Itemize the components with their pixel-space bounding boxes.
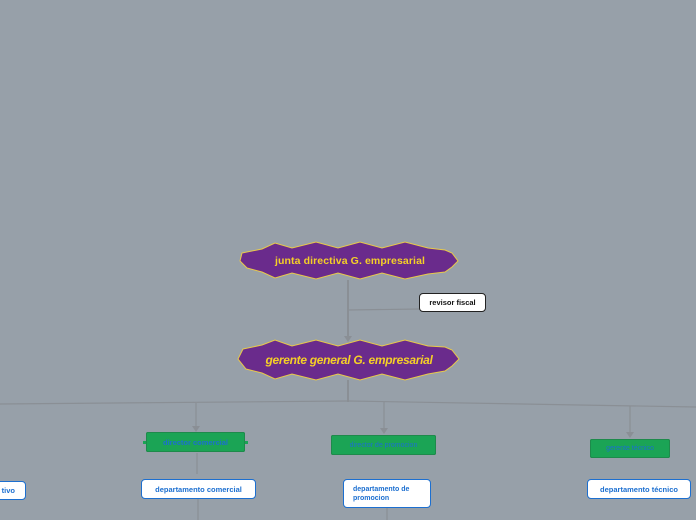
- arrowhead: [626, 432, 634, 438]
- arrowhead: [344, 336, 352, 342]
- director-comercial-label: director comercial: [162, 437, 229, 447]
- revisor-fiscal-node[interactable]: revisor fiscal: [419, 293, 486, 312]
- arrowhead: [192, 426, 200, 432]
- departamento-comercial-label: departamento comercial: [155, 484, 242, 494]
- node-handle: [245, 441, 248, 444]
- director-promocion-label: director de promocion: [349, 441, 418, 449]
- gerente-general-node[interactable]: gerente general G. empresarial: [244, 351, 454, 369]
- gerente-tecnico-node[interactable]: gerente técnico: [590, 439, 670, 458]
- departamento-tecnico-node[interactable]: departamento técnico: [587, 479, 691, 499]
- departamento-promocion-label: departamento de promocion: [353, 485, 410, 502]
- departamento-promocion-node[interactable]: departamento de promocion: [343, 479, 431, 508]
- revisor-fiscal-label: revisor fiscal: [429, 298, 476, 307]
- gerente-shape[interactable]: [237, 339, 460, 381]
- gerente-general-label: gerente general G. empresarial: [265, 353, 433, 367]
- director-promocion-node[interactable]: director de promocion: [331, 435, 436, 455]
- connector-horizontal-bus-right: [347, 400, 696, 408]
- junta-shape[interactable]: [239, 241, 459, 280]
- junta-directiva-node[interactable]: junta directiva G. empresarial: [248, 252, 452, 270]
- left-partial-node[interactable]: tivo: [0, 481, 26, 500]
- gerente-tecnico-label: gerente técnico: [606, 445, 654, 452]
- connector-horizontal-bus: [0, 400, 349, 405]
- departamento-comercial-node[interactable]: departamento comercial: [141, 479, 256, 499]
- director-comercial-node[interactable]: director comercial: [146, 432, 245, 452]
- arrowheads: [192, 336, 634, 438]
- junta-directiva-label: junta directiva G. empresarial: [274, 255, 426, 267]
- node-handle: [143, 441, 146, 444]
- left-partial-label: tivo: [1, 486, 15, 495]
- departamento-tecnico-label: departamento técnico: [600, 484, 678, 494]
- connectors: [0, 280, 696, 520]
- arrowhead: [380, 428, 388, 434]
- connector-revisor: [347, 308, 421, 311]
